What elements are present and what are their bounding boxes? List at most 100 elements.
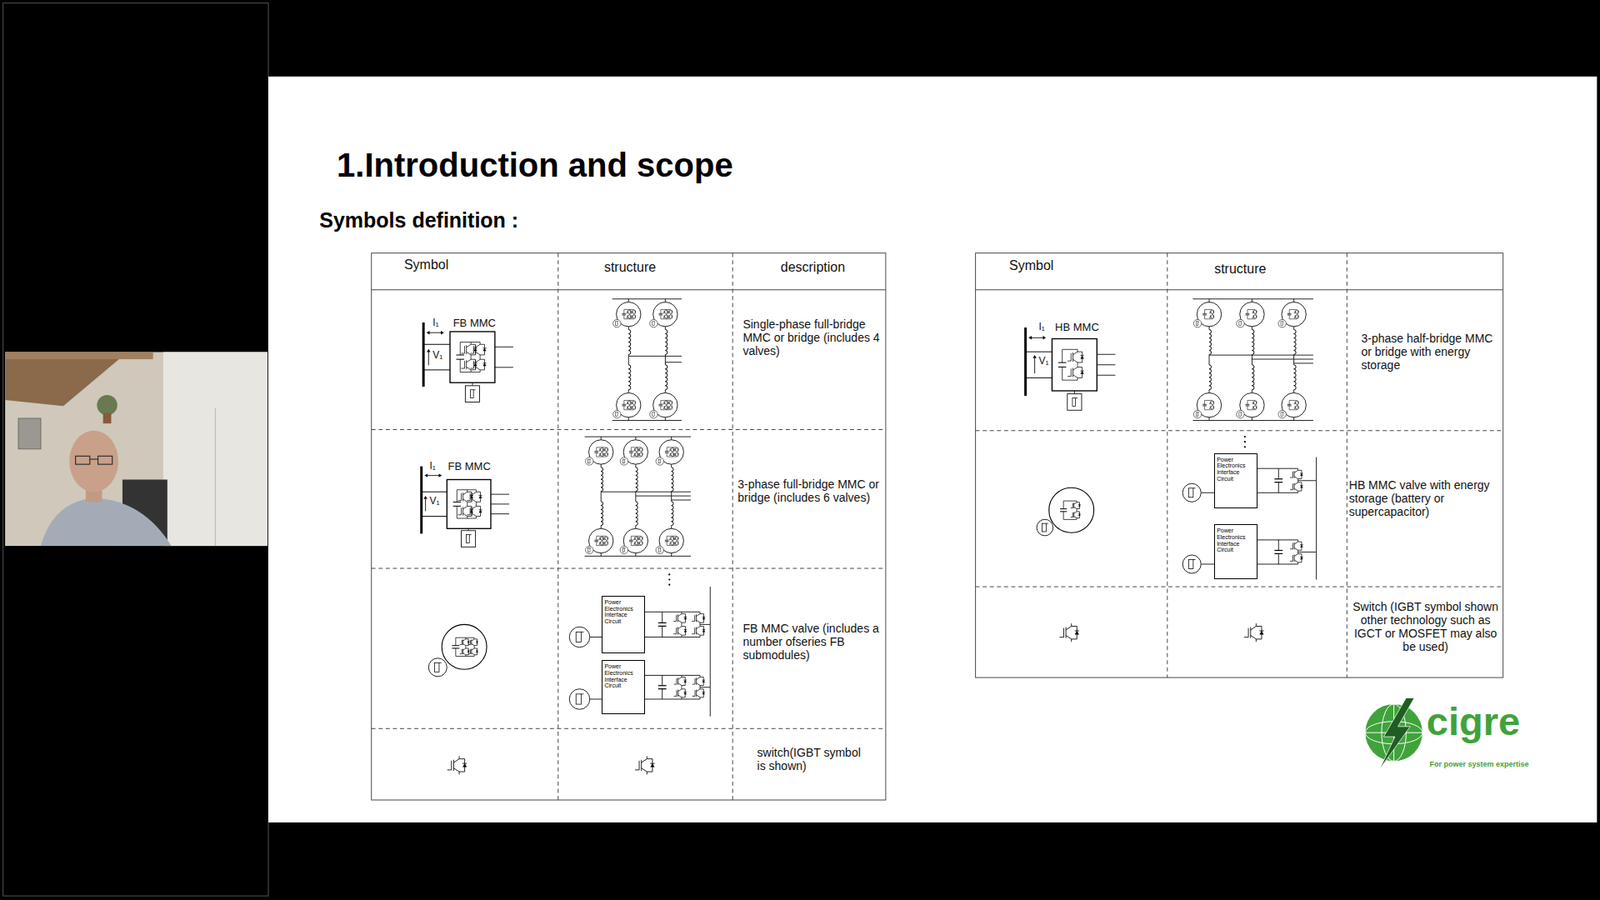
igbt-symbol	[626, 406, 628, 410]
battery-icon	[1188, 488, 1194, 498]
wire	[630, 535, 641, 537]
wire	[596, 545, 607, 546]
wire	[670, 525, 672, 530]
diode-symbol	[635, 405, 636, 410]
igbt-symbol	[665, 310, 667, 311]
igbt-symbol	[1070, 353, 1072, 361]
converter-box	[450, 331, 495, 383]
continuation-dot	[668, 578, 670, 580]
capacitor-symbol	[1287, 313, 1292, 315]
wire	[1293, 390, 1295, 394]
diode-symbol	[1079, 502, 1080, 510]
wire	[456, 518, 476, 520]
diode-symbol	[1078, 514, 1081, 516]
igbt-symbol	[631, 315, 633, 319]
igbt-symbol	[675, 452, 677, 454]
igbt-symbol	[603, 544, 605, 545]
igbt-symbol	[696, 683, 700, 686]
igbt-symbol	[635, 539, 637, 540]
igbt-symbol	[1073, 367, 1079, 371]
capacitor-symbol	[630, 535, 632, 540]
diode-symbol	[475, 501, 480, 503]
diode-symbol	[673, 454, 675, 455]
capacitor-symbol	[1287, 404, 1292, 405]
battery-icon	[1195, 321, 1198, 326]
igbt-symbol	[471, 648, 475, 650]
diode-symbol	[602, 448, 604, 452]
arrow-head	[1028, 335, 1032, 340]
igbt-symbol	[627, 405, 630, 407]
diode-symbol	[1259, 630, 1264, 635]
igbt-symbol	[632, 408, 635, 410]
wire	[600, 553, 602, 557]
igbt-symbol	[695, 632, 700, 635]
diode-symbol	[474, 647, 477, 649]
diode-symbol	[671, 400, 673, 405]
igbt-symbol	[1077, 362, 1079, 365]
igbt-symbol	[673, 455, 675, 456]
wire	[660, 400, 671, 401]
inductor-symbol	[1209, 365, 1212, 390]
igbt-symbol	[669, 403, 671, 405]
arrow-head	[439, 473, 443, 477]
ac-line	[490, 513, 510, 515]
capacitor-symbol	[455, 354, 465, 355]
diode-symbol	[702, 691, 705, 695]
igbt-symbol	[635, 544, 637, 545]
arrow-head	[426, 349, 430, 353]
diode-symbol	[1298, 490, 1302, 492]
diode-symbol	[602, 536, 604, 540]
igbt-symbol	[466, 504, 468, 507]
igbt-symbol	[466, 515, 468, 519]
igbt-symbol	[665, 317, 667, 319]
diode-symbol	[635, 315, 636, 319]
igbt-symbol	[471, 643, 475, 645]
capacitor-symbol	[460, 359, 461, 372]
igbt-symbol	[475, 504, 477, 507]
diode-symbol	[681, 613, 686, 615]
igbt-symbol	[1294, 408, 1295, 410]
igbt-symbol	[471, 513, 476, 516]
wire	[670, 553, 672, 557]
table-rule	[1346, 253, 1348, 678]
diode-symbol	[637, 449, 639, 450]
wire	[421, 515, 448, 517]
igbt-symbol	[675, 448, 677, 450]
igbt-symbol	[1073, 359, 1079, 363]
diode-symbol	[602, 541, 604, 545]
diode-symbol	[1255, 406, 1257, 408]
wire	[635, 525, 636, 530]
diode-symbol	[478, 495, 482, 496]
igbt-symbol	[464, 345, 465, 354]
igbt-symbol	[663, 310, 665, 314]
igbt-symbol	[461, 649, 463, 655]
diode-symbol	[681, 696, 685, 698]
igbt-symbol	[1253, 315, 1255, 316]
capacitor-symbol	[630, 541, 632, 546]
diode-symbol	[465, 638, 469, 640]
capacitor-symbol	[1274, 550, 1283, 551]
igbt-symbol	[605, 452, 607, 454]
wire	[665, 417, 666, 421]
dc-bus	[585, 555, 691, 557]
diode-symbol	[476, 648, 478, 655]
igbt-symbol	[1295, 400, 1298, 402]
igbt-symbol	[1294, 401, 1295, 405]
igbt-symbol	[1210, 310, 1213, 311]
igbt-symbol	[670, 453, 671, 456]
diode-symbol	[635, 315, 636, 317]
battery-icon	[439, 662, 442, 664]
diode-symbol	[677, 538, 679, 540]
igbt-symbol	[675, 455, 677, 456]
battery-icon	[1193, 559, 1196, 560]
wire	[1063, 519, 1077, 520]
ac-line	[671, 500, 691, 501]
diode-symbol	[607, 448, 609, 452]
wire	[660, 318, 671, 320]
igbt-symbol	[471, 499, 476, 502]
igbt-symbol	[1253, 310, 1255, 311]
diode-symbol	[1297, 401, 1299, 403]
ac-line	[1096, 375, 1115, 376]
igbt-symbol	[1210, 310, 1211, 314]
wire	[624, 409, 635, 410]
